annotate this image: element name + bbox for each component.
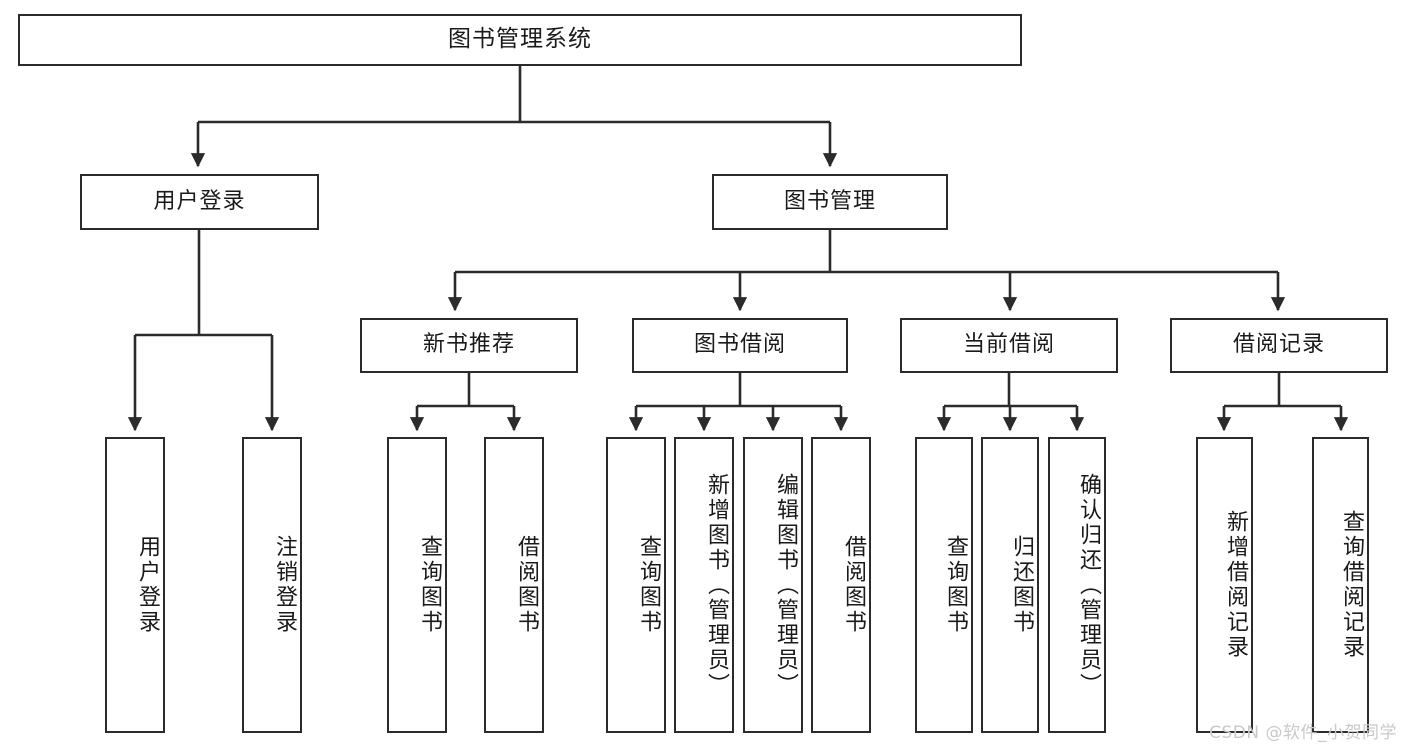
leaf-edit-book[interactable]: 编辑图书（管理员） <box>743 437 803 733</box>
leaf-user-login[interactable]: 用户登录 <box>105 437 165 733</box>
leaf-query-book-1[interactable]: 查询图书 <box>387 437 447 733</box>
leaf-query-book-2[interactable]: 查询图书 <box>606 437 666 733</box>
leaf-logout-login[interactable]: 注销登录 <box>242 437 302 733</box>
node-book-manage[interactable]: 图书管理 <box>712 174 948 230</box>
leaf-edit-book-label: 编辑图书（管理员） <box>773 472 798 698</box>
node-new-book-recommend-label: 新书推荐 <box>422 332 515 358</box>
node-book-manage-label: 图书管理 <box>783 188 876 214</box>
node-book-borrow[interactable]: 图书借阅 <box>632 318 848 373</box>
watermark: CSDN @软件_小贺同学 <box>1209 723 1397 743</box>
node-current-borrow[interactable]: 当前借阅 <box>900 318 1118 373</box>
leaf-query-book-3[interactable]: 查询图书 <box>915 437 973 733</box>
leaf-confirm-return-label: 确认归还（管理员） <box>1076 472 1101 698</box>
leaf-query-record-label: 查询借阅记录 <box>1339 510 1364 660</box>
leaf-borrow-book-1[interactable]: 借阅图书 <box>484 437 544 733</box>
node-new-book-recommend[interactable]: 新书推荐 <box>360 318 578 373</box>
leaf-logout-login-label: 注销登录 <box>272 535 297 635</box>
leaf-confirm-return[interactable]: 确认归还（管理员） <box>1048 437 1106 733</box>
leaf-add-record[interactable]: 新增借阅记录 <box>1196 437 1253 733</box>
node-borrow-record[interactable]: 借阅记录 <box>1170 318 1388 373</box>
node-book-borrow-label: 图书借阅 <box>693 332 786 358</box>
leaf-query-book-2-label: 查询图书 <box>636 535 661 635</box>
leaf-borrow-book-2[interactable]: 借阅图书 <box>811 437 871 733</box>
leaf-borrow-book-2-label: 借阅图书 <box>841 535 866 635</box>
node-user-login[interactable]: 用户登录 <box>80 174 319 230</box>
leaf-query-record[interactable]: 查询借阅记录 <box>1312 437 1369 733</box>
leaf-add-book-label: 新增图书（管理员） <box>704 472 729 698</box>
leaf-user-login-label: 用户登录 <box>135 535 160 635</box>
leaf-return-book-label: 归还图书 <box>1009 535 1034 635</box>
node-borrow-record-label: 借阅记录 <box>1232 332 1325 358</box>
node-user-login-label: 用户登录 <box>153 188 246 214</box>
leaf-query-book-1-label: 查询图书 <box>417 535 442 635</box>
leaf-add-record-label: 新增借阅记录 <box>1223 510 1248 660</box>
node-root-system-label: 图书管理系统 <box>448 26 592 53</box>
leaf-borrow-book-1-label: 借阅图书 <box>514 535 539 635</box>
leaf-add-book[interactable]: 新增图书（管理员） <box>674 437 734 733</box>
node-root-system[interactable]: 图书管理系统 <box>18 14 1022 66</box>
leaf-return-book[interactable]: 归还图书 <box>981 437 1039 733</box>
node-current-borrow-label: 当前借阅 <box>962 332 1055 358</box>
leaf-query-book-3-label: 查询图书 <box>943 535 968 635</box>
